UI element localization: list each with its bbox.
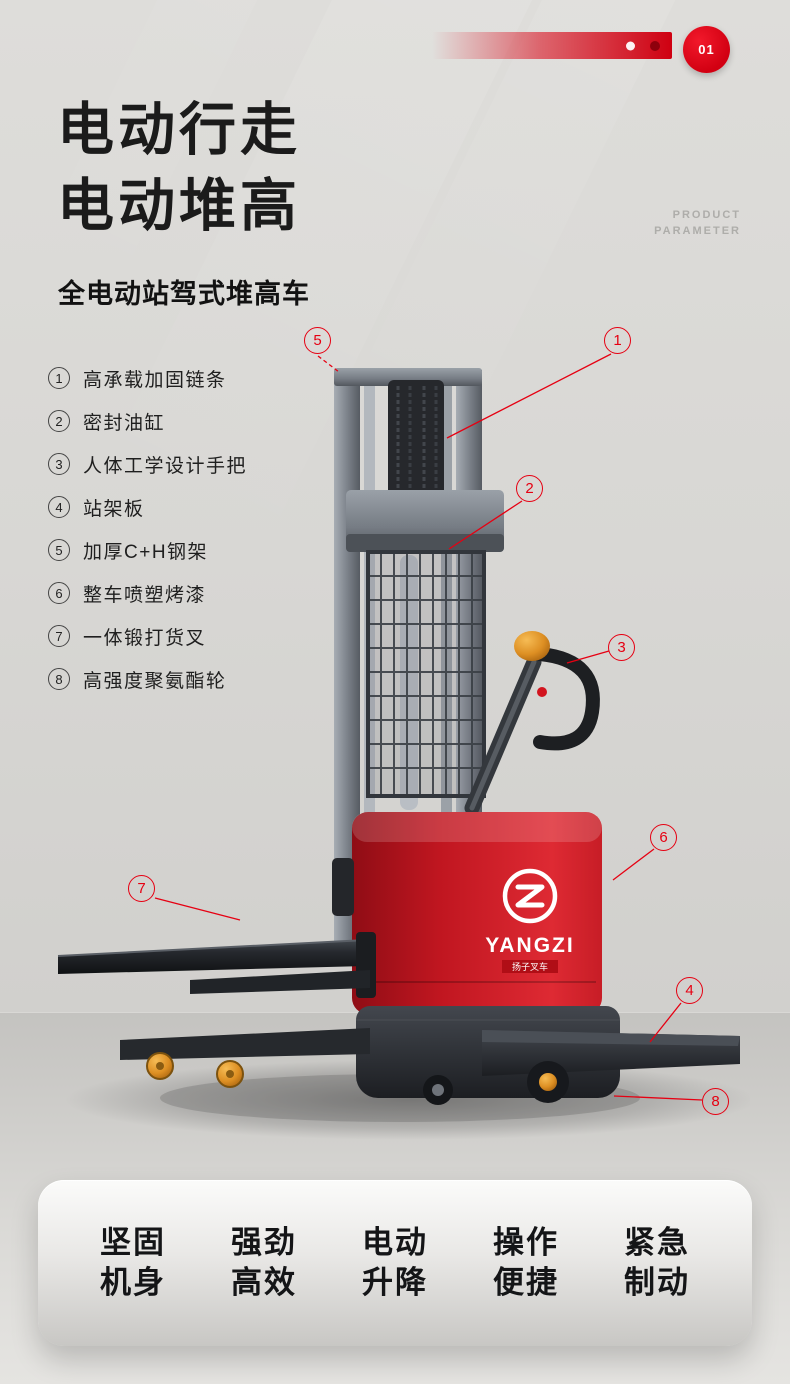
lift-chain <box>388 380 444 502</box>
feature-number-circle: 3 <box>48 453 70 475</box>
handle-button <box>537 687 547 697</box>
eyebrow-line-1: PRODUCT <box>672 209 741 221</box>
feature-item-3: 3 人体工学设计手把 <box>48 452 248 477</box>
feature-label: 人体工学设计手把 <box>83 455 248 477</box>
load-backrest-mesh <box>366 550 486 798</box>
rear-wheels <box>423 1061 569 1105</box>
forks <box>57 932 376 998</box>
brand-text: YANGZI <box>485 934 574 957</box>
feature-item-5: 5 加厚C+H钢架 <box>48 538 247 563</box>
tiller-handle <box>464 631 600 816</box>
handle-knob <box>514 631 550 661</box>
handle-grip <box>533 647 600 751</box>
feature-number-circle: 8 <box>48 668 70 690</box>
callout-circle-3: 3 <box>608 634 635 661</box>
bottom-feature-1: 坚固 机身 <box>100 1223 166 1303</box>
callout-circle-6: 6 <box>650 824 677 851</box>
brand-logo: YANGZI 扬子叉车 <box>485 868 574 973</box>
feature-item-8: 8 高强度聚氨酯轮 <box>48 667 247 692</box>
callout-circle-7: 7 <box>128 875 155 902</box>
callout-circle-8: 8 <box>702 1088 729 1115</box>
bottom-feature-panel: 坚固 机身 强劲 高效 电动 升降 操作 便捷 紧急 制动 <box>38 1180 752 1346</box>
feature-item-6: 6 整车喷塑烤漆 <box>48 581 247 606</box>
bottom-feature-line: 制动 <box>624 1265 690 1300</box>
carriage-crossbar <box>346 490 504 552</box>
product-subtitle: 全电动站驾式堆高车 <box>58 279 310 309</box>
feature-label: 一体锻打货叉 <box>83 627 207 649</box>
feature-number-circle: 1 <box>48 367 70 389</box>
bottom-feature-line: 便捷 <box>493 1265 559 1300</box>
feature-number-circle: 4 <box>48 496 70 518</box>
callout-circle-5: 5 <box>304 327 331 354</box>
bottom-feature-5: 紧急 制动 <box>624 1223 690 1303</box>
feature-item-7: 7 一体锻打货叉 <box>48 624 247 649</box>
page-number-badge: 01 <box>683 26 730 73</box>
forklift-illustration: YANGZI 扬子叉车 <box>57 368 750 1140</box>
eyebrow-line-2: PARAMETER <box>654 225 741 237</box>
feature-label: 高承载加固链条 <box>83 369 227 391</box>
feature-label: 高强度聚氨酯轮 <box>83 670 227 692</box>
feature-item-1: 1 高承载加固链条 <box>48 366 247 391</box>
side-step-box <box>332 858 354 916</box>
hydraulic-cylinder <box>400 555 418 810</box>
red-dot-icon <box>650 40 660 51</box>
bottom-feature-line: 机身 <box>100 1265 166 1300</box>
callout-circle-1: 1 <box>604 327 631 354</box>
feature-item-2: 2 密封油缸 <box>48 409 247 434</box>
bottom-feature-line: 操作 <box>493 1225 559 1260</box>
feature-item-4: 4 站架板 <box>48 495 247 520</box>
bottom-feature-line: 强劲 <box>231 1225 297 1260</box>
title-line-1: 电动行走 <box>57 98 301 162</box>
feature-number-circle: 7 <box>48 625 70 647</box>
feature-number-circle: 6 <box>48 582 70 604</box>
feature-label: 站架板 <box>83 498 145 520</box>
bottom-feature-2: 强劲 高效 <box>231 1223 297 1303</box>
feature-number-circle: 2 <box>48 410 70 432</box>
bottom-feature-line: 紧急 <box>624 1225 690 1260</box>
bottom-feature-line: 电动 <box>362 1225 428 1260</box>
bottom-feature-line: 坚固 <box>100 1225 166 1260</box>
bottom-feature-line: 高效 <box>231 1265 297 1300</box>
gradient-accent-bar <box>432 32 672 59</box>
brand-subtext: 扬子叉车 <box>512 961 548 972</box>
white-dot-icon <box>626 41 635 50</box>
callout-circle-4: 4 <box>676 977 703 1004</box>
feature-label: 加厚C+H钢架 <box>83 541 209 563</box>
page-title: 电动行走 电动堆高 <box>57 92 301 244</box>
feature-number-circle: 5 <box>48 539 70 561</box>
callout-circle-2: 2 <box>516 475 543 502</box>
feature-label: 密封油缸 <box>83 412 166 434</box>
stand-platform <box>482 1030 740 1076</box>
bottom-feature-line: 升降 <box>362 1265 428 1300</box>
eyebrow-label: PRODUCT PARAMETER <box>654 207 741 239</box>
feature-list: 1 高承载加固链条 2 密封油缸 3 人体工学设计手把 4 站架板 5 加厚C+… <box>48 366 248 692</box>
bottom-feature-4: 操作 便捷 <box>493 1223 559 1303</box>
feature-label: 整车喷塑烤漆 <box>83 584 207 606</box>
straddle-leg <box>120 1028 370 1088</box>
title-line-2: 电动堆高 <box>57 174 301 238</box>
bottom-feature-3: 电动 升降 <box>362 1223 428 1303</box>
